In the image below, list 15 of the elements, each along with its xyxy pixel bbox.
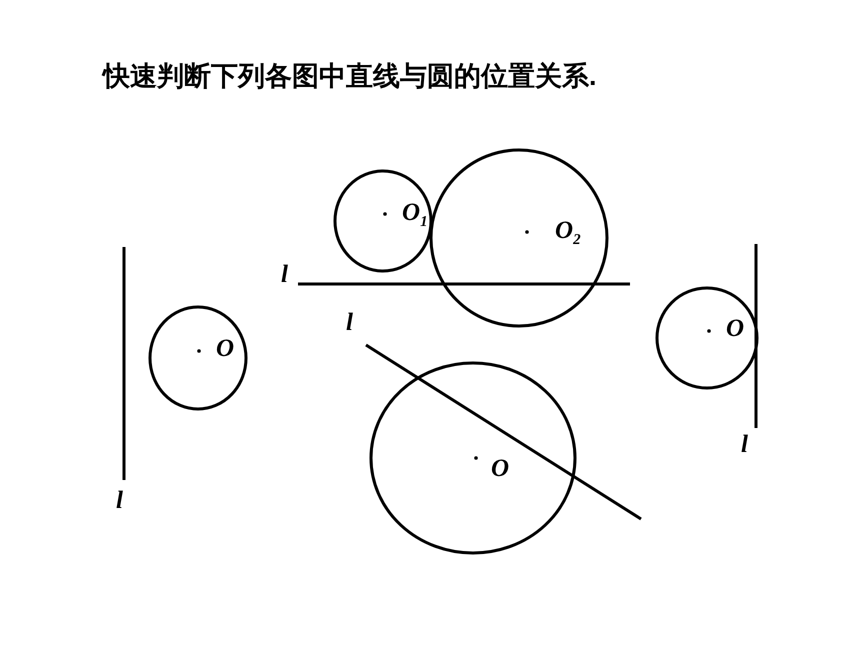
circle (148, 305, 248, 411)
circle (369, 361, 577, 555)
center-label: O (216, 336, 234, 361)
line-label: l (281, 262, 288, 287)
circle (655, 286, 759, 390)
circle (429, 148, 609, 328)
center-label: O$_{1}$ (402, 200, 428, 230)
center-label: O$_{2}$ (555, 218, 581, 248)
center-label: O (491, 456, 510, 481)
line-label: l (741, 432, 748, 457)
line-label: l (116, 488, 123, 513)
line-label: l (346, 310, 353, 335)
center-label: O (726, 316, 744, 341)
circle (333, 169, 433, 273)
title: 快速判断下列各图中直线与圆的位置关系. (103, 60, 597, 93)
